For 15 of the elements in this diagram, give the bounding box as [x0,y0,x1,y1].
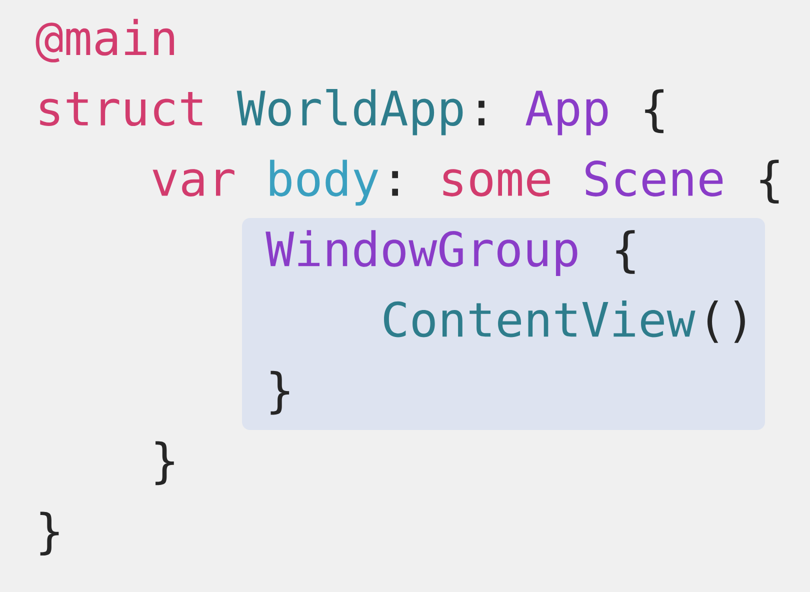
punctuation-text: { [760,160,779,204]
type-name-text: WorldApp [236,89,463,136]
punctuation-text: } [156,441,174,486]
punctuation-text: } [40,512,59,556]
punctuation-text: : [478,100,484,126]
keyword-text: struct [40,92,202,126]
keyword-text: @main [36,18,174,62]
punctuation-text: { [645,89,664,134]
punctuation-text: } [270,370,290,415]
type-name-text: App [526,90,608,136]
punctuation-text: { [616,230,635,274]
type-name-text: ContentView [384,300,696,338]
punctuation-text: () [707,300,745,343]
type-name-text: WindowGroup [266,230,578,276]
keyword-text: var [152,169,234,196]
